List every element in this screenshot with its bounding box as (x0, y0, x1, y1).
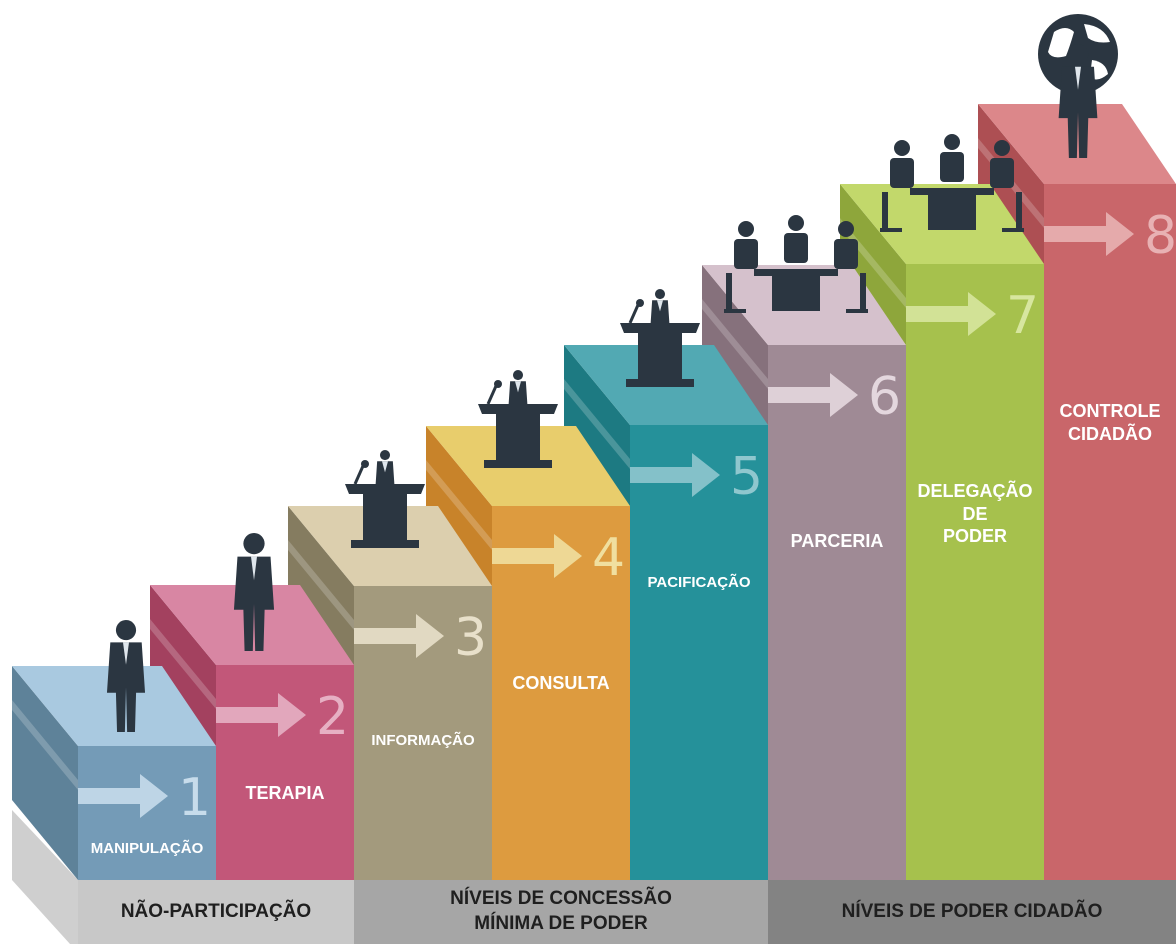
person-icon (233, 533, 275, 651)
step-number-1: 1 (178, 768, 212, 828)
side-stripe (426, 460, 492, 550)
step-label-7: DELEGAÇÃO DE PODER (917, 481, 1033, 546)
step-front (768, 345, 906, 880)
step-front (1044, 184, 1176, 880)
podium-icon (620, 289, 700, 387)
meeting-icon (724, 215, 868, 313)
step-number-3: 3 (454, 608, 488, 668)
step-label-4: CONSULTA (512, 673, 610, 693)
side-stripe (12, 700, 78, 790)
side-stripe (564, 379, 630, 469)
step-number-6: 6 (868, 367, 902, 427)
step-label-2: TERAPIA (245, 783, 325, 803)
figures (106, 14, 1118, 732)
side-stripe (702, 299, 768, 389)
step-arrow (768, 373, 858, 417)
step-number-4: 4 (592, 528, 626, 588)
step-number-7: 7 (1006, 286, 1040, 346)
base-side (12, 810, 78, 944)
step-arrow (78, 774, 168, 818)
group-bar-1 (78, 880, 354, 944)
person-icon (106, 620, 146, 732)
meeting-icon (880, 134, 1024, 232)
podium-icon (345, 450, 425, 548)
step-arrow (492, 534, 582, 578)
step-label-6: PARCERIA (790, 531, 884, 551)
step-1 (12, 666, 216, 880)
step-arrow (1044, 212, 1134, 256)
group-label-3: NÍVEIS DE PODER CIDADÃO (841, 900, 1103, 922)
step-side (12, 666, 78, 880)
step-number-5: 5 (730, 447, 764, 507)
step-number-8: 8 (1144, 206, 1176, 266)
step-arrow (354, 614, 444, 658)
podium-icon (478, 370, 558, 468)
step-label-8: CONTROLE CIDADÃO (1059, 401, 1161, 444)
step-top (12, 666, 216, 746)
step-arrow (630, 453, 720, 497)
group-bar-2 (354, 880, 768, 944)
step-label-5: PACIFICAÇÃO (647, 574, 751, 591)
group-label-1: NÃO-PARTICIPAÇÃO (120, 900, 312, 922)
step-arrow (216, 693, 306, 737)
step-arrow (906, 292, 996, 336)
group-label-2: NÍVEIS DE CONCESSÃO MÍNIMA DE PODER (450, 888, 672, 934)
person-icon (1058, 44, 1098, 158)
step-front (906, 264, 1044, 880)
group-bar-3 (768, 880, 1176, 944)
step-label-1: MANIPULAÇÃO (90, 840, 204, 857)
step-front (78, 746, 216, 880)
step-number-2: 2 (316, 687, 350, 747)
side-stripe (150, 619, 216, 709)
side-stripe (288, 540, 354, 630)
step-front (630, 425, 768, 880)
step-label-3: INFORMAÇÃO (371, 732, 475, 749)
